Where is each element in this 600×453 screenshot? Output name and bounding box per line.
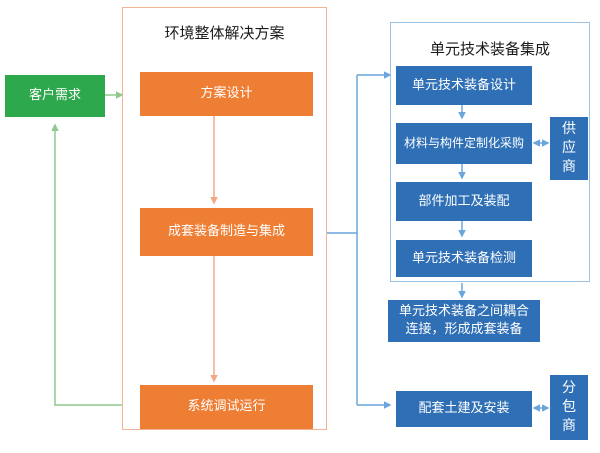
unit-step-purchase: 材料与构件定制化采购 [396,123,532,164]
solution-step-commissioning: 系统调试运行 [140,385,313,429]
subcontractor-box: 分 包 商 [550,375,588,440]
unit-frame [390,22,590,282]
solution-step-manufacture: 成套装备制造与集成 [140,208,313,256]
unit-step-assembly: 部件加工及装配 [396,182,532,221]
unit-step-inspection: 单元技术装备检测 [396,240,532,277]
solution-step-design: 方案设计 [140,72,313,116]
supplier-box: 供 应 商 [550,117,588,180]
unit-title: 单元技术装备集成 [429,40,550,58]
install-box: 配套土建及安装 [396,391,532,427]
feedback-loop-arrow [51,123,122,406]
customer-need-label: 客户需求 [28,88,81,104]
unit-step-design: 单元技术装备设计 [396,66,532,105]
coupling-box: 单元技术装备之间耦合 连接，形成成套装备 [388,300,540,342]
customer-need-box: 客户需求 [5,75,105,117]
solution-frame [122,7,327,430]
solution-title: 环境整体解决方案 [164,24,285,42]
